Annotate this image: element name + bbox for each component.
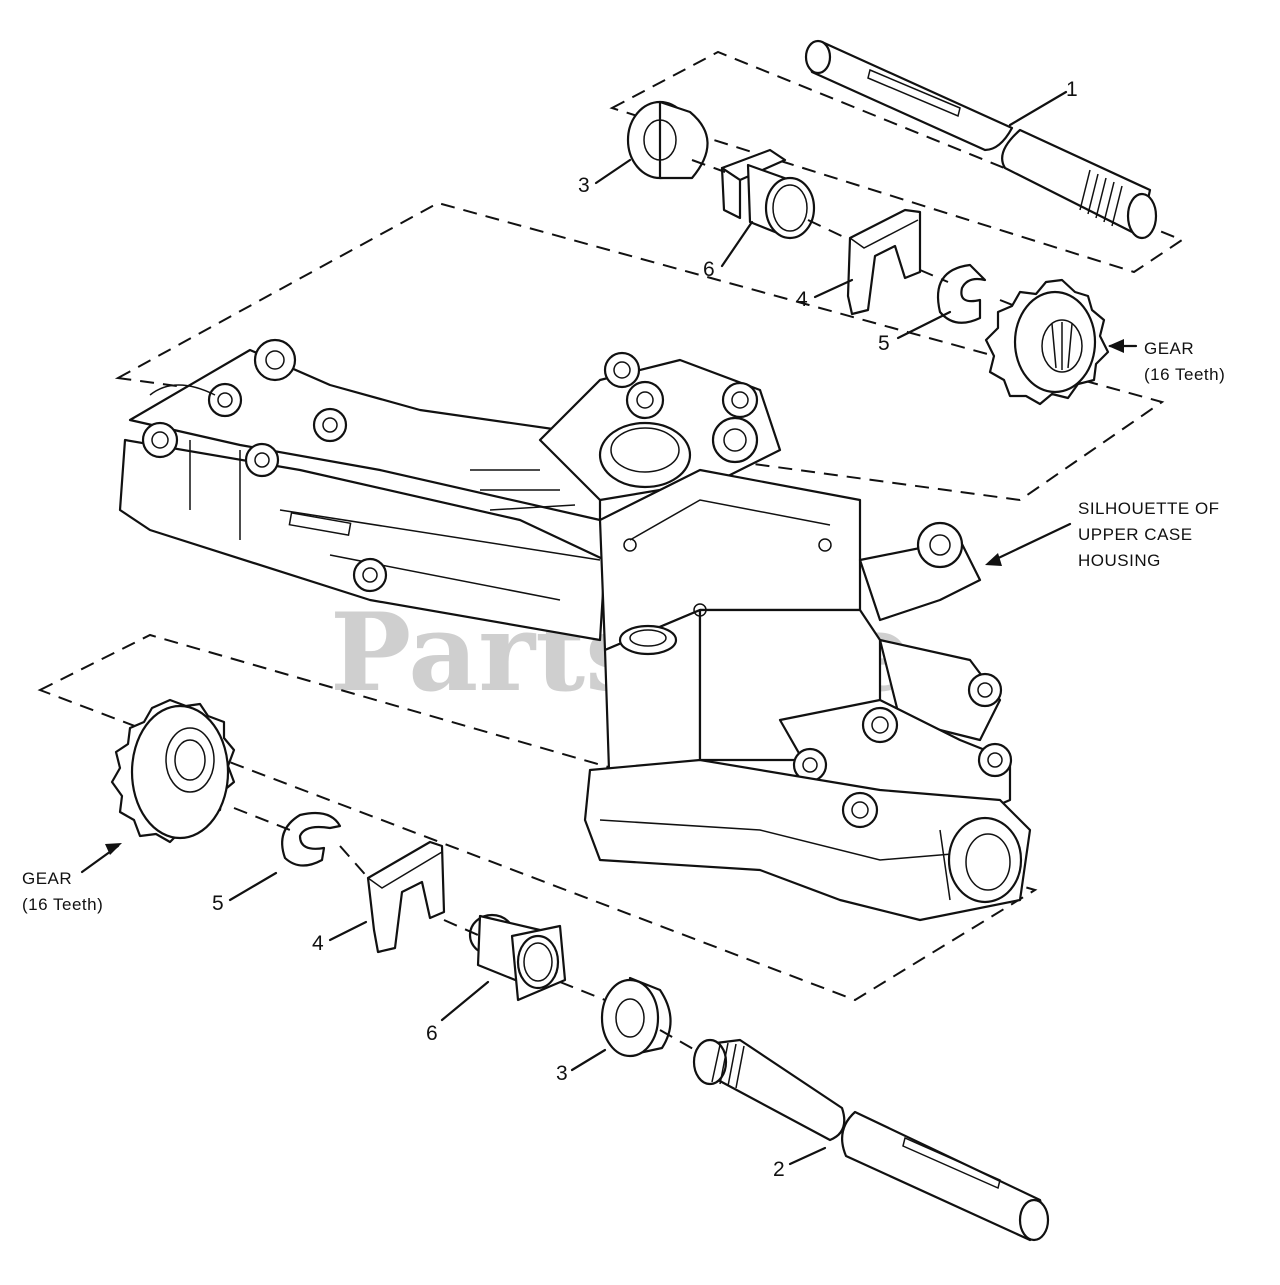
callout-washer-upper: 3 <box>578 174 590 197</box>
lower-group-outline <box>37 633 1038 1002</box>
axis-centerlines <box>233 159 1016 1051</box>
gear-label-upper: GEAR (16 Teeth) <box>1144 339 1225 384</box>
gear-label-lower-line2: (16 Teeth) <box>22 895 103 914</box>
shift-fork-upper <box>846 208 922 316</box>
gear-label-upper-line1: GEAR <box>1144 339 1194 358</box>
callout-washer-lower: 3 <box>556 1062 568 1085</box>
lower-case-housing <box>118 338 1032 922</box>
callout-shaft-lower: 2 <box>773 1158 785 1181</box>
silhouette-label-line1: SILHOUETTE OF <box>1078 499 1220 518</box>
silhouette-label-line2: UPPER CASE <box>1078 525 1193 544</box>
thrust-washer-upper <box>626 100 709 180</box>
axle-shaft-lower <box>692 1038 1050 1242</box>
axle-shaft-upper <box>804 39 1158 240</box>
thrust-washer-lower <box>600 976 672 1058</box>
retaining-ring-lower <box>281 811 342 867</box>
flange-bushing-lower <box>468 913 567 1002</box>
leader-lines <box>80 90 1138 1166</box>
retaining-ring-upper <box>936 263 987 324</box>
bevel-gear-upper <box>984 278 1110 406</box>
upper-group-outline <box>609 50 1185 274</box>
shift-fork-lower <box>366 840 446 954</box>
gear-label-upper-line2: (16 Teeth) <box>1144 365 1225 384</box>
gear-label-lower: GEAR (16 Teeth) <box>22 869 103 914</box>
gear-label-lower-line1: GEAR <box>22 869 72 888</box>
flange-bushing-upper <box>720 148 816 240</box>
callout-fork-lower: 4 <box>312 932 324 955</box>
callout-bushing-lower: 6 <box>426 1022 438 1045</box>
callout-fork-upper: 4 <box>796 288 808 311</box>
callout-bushing-upper: 6 <box>703 258 715 281</box>
callout-ring-lower: 5 <box>212 892 224 915</box>
callout-shaft-upper: 1 <box>1066 78 1078 101</box>
callout-ring-upper: 5 <box>878 332 890 355</box>
silhouette-label: SILHOUETTE OF UPPER CASE HOUSING <box>1078 499 1220 570</box>
silhouette-label-line3: HOUSING <box>1078 551 1161 570</box>
bevel-gear-lower <box>110 698 236 844</box>
